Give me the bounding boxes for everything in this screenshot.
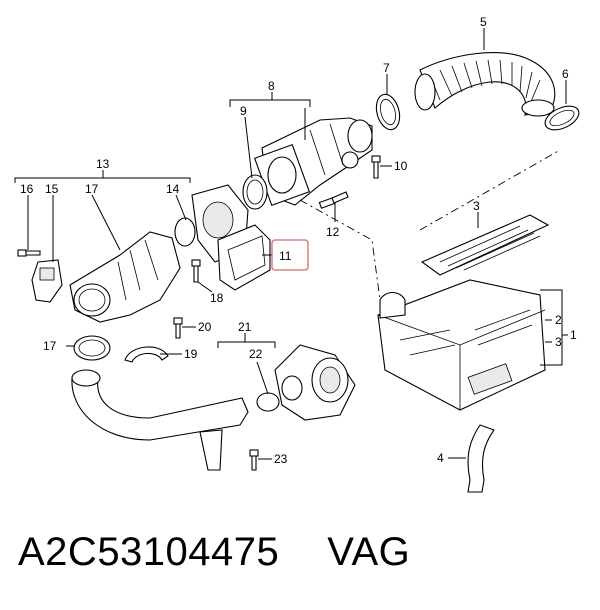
bolt-18 <box>191 259 201 283</box>
callout-11: 11 <box>279 249 292 263</box>
callout-9: 9 <box>240 104 247 118</box>
leader-lines <box>14 28 568 460</box>
callout-22: 22 <box>249 347 263 361</box>
throttle-pipe <box>253 117 373 207</box>
bolt-16 <box>17 249 41 257</box>
turbo-elbow <box>274 344 356 421</box>
sensor-15 <box>31 259 63 303</box>
intake-manifold-13 <box>69 231 181 323</box>
bolt-10 <box>371 155 381 179</box>
callout-19: 19 <box>184 347 198 361</box>
intake-hose <box>414 52 556 117</box>
highlight-box-11 <box>271 239 309 271</box>
callout-18: 18 <box>210 291 224 305</box>
air-filter-housing <box>377 279 546 411</box>
bolt-12 <box>318 191 349 209</box>
gasket-22 <box>256 392 280 412</box>
exploded-parts-diagram: 5 6 7 8 9 10 11 12 13 14 15 16 17 18 20 … <box>14 15 580 493</box>
callout-16: 16 <box>20 182 34 196</box>
callout-14: 14 <box>166 182 180 196</box>
callout-6: 6 <box>562 67 569 81</box>
callout-17-lower: 17 <box>43 339 57 353</box>
callout-15: 15 <box>45 182 59 196</box>
callout-7: 7 <box>383 61 390 75</box>
callout-20: 20 <box>198 320 212 334</box>
brand-name: VAG <box>327 530 411 574</box>
callout-3: 3 <box>555 335 562 349</box>
bolt-23 <box>249 449 259 471</box>
callout-10: 10 <box>394 159 408 173</box>
callout-17: 17 <box>85 182 99 196</box>
bent-pipe-21 <box>71 369 249 471</box>
callout-23: 23 <box>274 452 288 466</box>
callout-3-top: 3 <box>473 199 480 213</box>
hose-clamp-7 <box>375 93 401 131</box>
filter-element-3 <box>420 214 550 276</box>
callout-2: 2 <box>555 313 562 327</box>
clamp-19 <box>124 346 169 363</box>
callout-12: 12 <box>326 225 340 239</box>
hose-clamp-6 <box>544 105 580 131</box>
part-caption: A2C53104475 VAG <box>18 530 410 590</box>
callout-1: 1 <box>570 328 577 342</box>
part-number: A2C53104475 <box>18 530 280 574</box>
callout-5: 5 <box>480 15 487 29</box>
bolt-20 <box>173 317 183 339</box>
callout-21: 21 <box>238 320 252 334</box>
breather-hose-4 <box>467 424 495 493</box>
callout-8: 8 <box>268 79 275 93</box>
callout-4: 4 <box>437 451 444 465</box>
cover-plate-11 <box>217 224 271 291</box>
callout-13: 13 <box>96 157 110 171</box>
o-ring-14 <box>174 217 196 247</box>
